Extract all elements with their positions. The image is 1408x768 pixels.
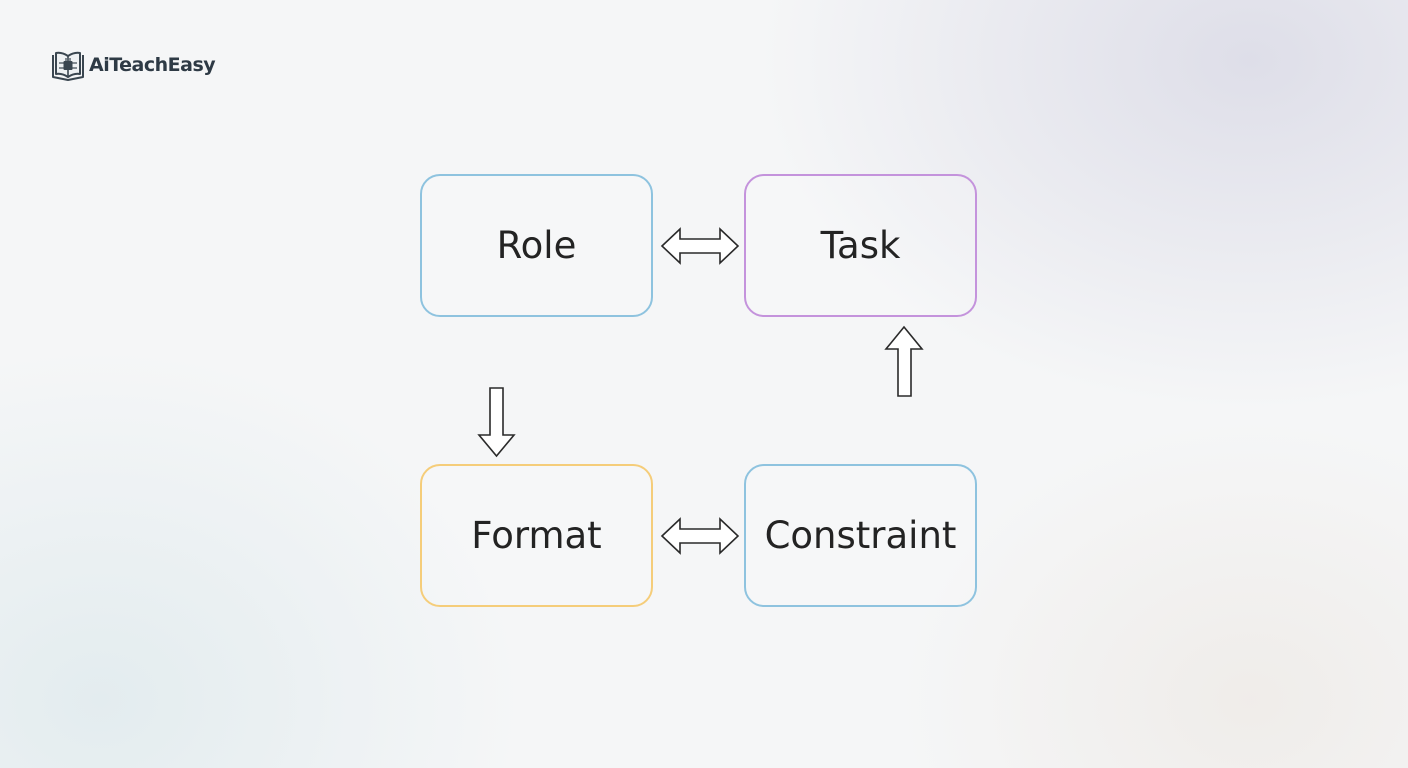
arrow-format-constraint: [660, 517, 740, 555]
book-chip-icon: [52, 51, 84, 81]
node-format: Format: [420, 464, 653, 607]
brand-name: AiTeachEasy: [89, 54, 216, 76]
arrow-constraint-task: [884, 325, 924, 397]
node-constraint-label: Constraint: [764, 514, 957, 557]
node-format-label: Format: [471, 514, 602, 557]
node-task: Task: [744, 174, 977, 317]
node-role-label: Role: [496, 224, 577, 267]
node-constraint: Constraint: [744, 464, 977, 607]
node-task-label: Task: [820, 224, 901, 267]
arrow-role-task: [660, 227, 740, 265]
node-role: Role: [420, 174, 653, 317]
arrow-role-format: [477, 387, 516, 458]
brand-logo[interactable]: AiTeachEasy: [50, 47, 216, 83]
